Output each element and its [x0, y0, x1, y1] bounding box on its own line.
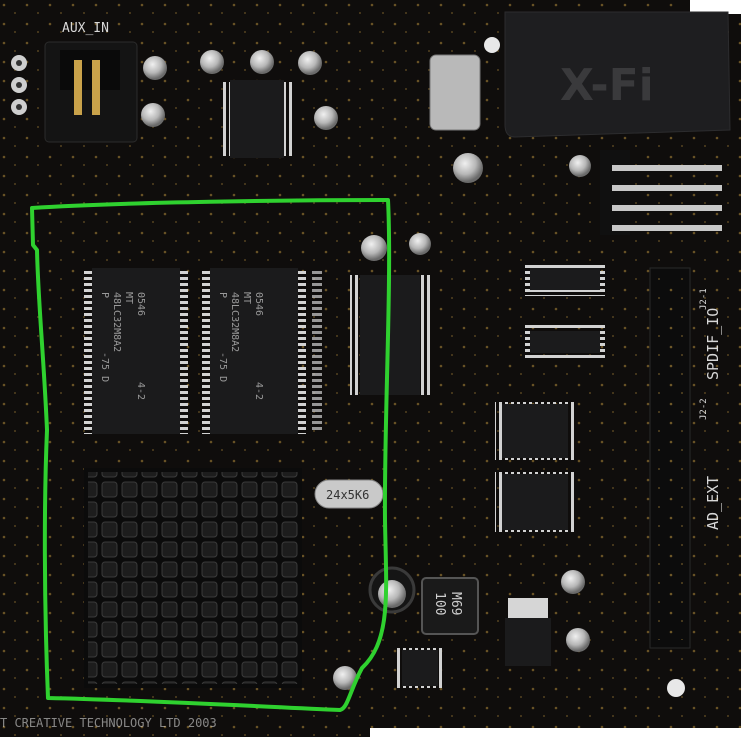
- voltage-regulator: [505, 598, 551, 666]
- chip1-grade: 4-2: [135, 382, 146, 400]
- chip2-line5: -75 D: [217, 352, 228, 382]
- top-capacitors: [141, 50, 338, 130]
- inductor-label-bottom: M69: [448, 592, 463, 615]
- chip1-line1: 0546: [135, 292, 146, 316]
- j2-1-label: J2-1: [699, 288, 709, 310]
- copyright-text: T CREATIVE TECHNOLOGY LTD 2003: [0, 716, 217, 730]
- crystal-label: 24x5K6: [326, 488, 369, 502]
- pin-header-j2: [649, 267, 691, 649]
- j2-2-label: J2-2: [699, 398, 709, 420]
- chip2-line1: 0546: [253, 292, 264, 316]
- memory-chip-1: 0546 MT 48LC32M8A2 P -75 D 4-2: [84, 268, 188, 434]
- crystal-oscillator: 24x5K6: [314, 479, 384, 509]
- chip2-grade: 4-2: [253, 382, 264, 400]
- heatsink: [84, 468, 302, 688]
- ad-ext-label: AD_EXT: [704, 476, 722, 530]
- resistor-network: [312, 270, 322, 430]
- mid-right-capacitors: [361, 153, 591, 261]
- chip1-line3: 48LC32M8A2: [111, 292, 122, 352]
- mounting-hole-top: [484, 37, 500, 53]
- chip2-line3: 48LC32M8A2: [229, 292, 240, 352]
- green-highlight-outline: [30, 198, 392, 712]
- x-fi-logo: X-Fi: [560, 60, 654, 111]
- chip1-line5: -75 D: [99, 352, 110, 382]
- left-edge-contacts: [11, 55, 27, 115]
- aux-in-label: AUX_IN: [62, 21, 109, 36]
- mounting-hole-bottom: [667, 679, 685, 697]
- top-ic: [222, 80, 292, 158]
- x-fi-logo-block: X-Fi: [504, 11, 731, 138]
- power-inductor: 100 M69: [421, 577, 479, 635]
- chip2-line4: P: [217, 292, 228, 298]
- white-bottom-strip: [370, 728, 741, 737]
- aux-in-connector: [44, 41, 138, 143]
- spdif-io-label: SPDIF_IO: [704, 308, 722, 380]
- small-bottom-ic: [395, 648, 445, 688]
- metal-shield-component: [429, 54, 481, 131]
- inductor-label-top: 100: [432, 592, 447, 615]
- chip2-line2: MT: [241, 292, 252, 304]
- chip1-line4: P: [99, 292, 110, 298]
- white-corner-background: [690, 0, 741, 14]
- chip1-line2: MT: [123, 292, 134, 304]
- right-side-ics: [495, 262, 605, 532]
- right-angle-header: [600, 150, 722, 235]
- memory-chip-2: 0546 MT 48LC32M8A2 P -75 D 4-2: [202, 268, 306, 434]
